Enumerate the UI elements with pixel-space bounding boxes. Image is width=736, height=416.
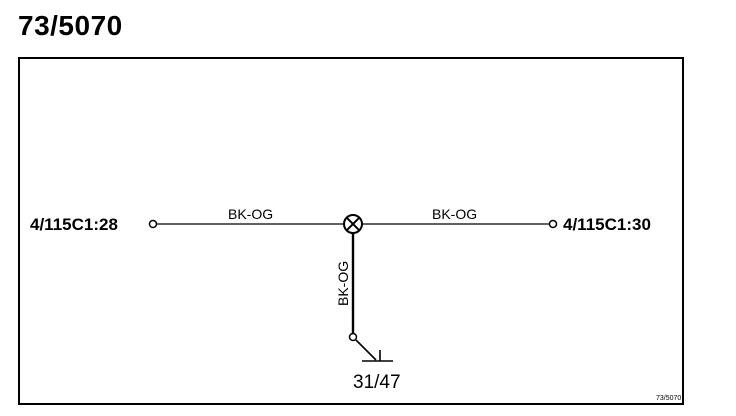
wire-label-left: BK-OG xyxy=(228,206,273,222)
wire-label-right: BK-OG xyxy=(432,206,477,222)
wire-label-vertical: BK-OG xyxy=(335,261,351,306)
connector-label-left: 4/115C1:28 xyxy=(30,215,118,234)
terminal-circle-icon-left xyxy=(148,219,158,229)
page-title: 73/5070 xyxy=(18,10,123,41)
diagram-frame xyxy=(18,57,684,405)
lamp-cross-circle-icon xyxy=(343,214,363,234)
diagram-reference: 73/5070 xyxy=(656,395,681,402)
terminal-circle-icon-bottom xyxy=(348,332,358,342)
terminal-circle-icon-right xyxy=(548,219,558,229)
connector-label-right: 4/115C1:30 xyxy=(563,215,651,234)
ground-label: 31/47 xyxy=(353,372,401,393)
ground-symbol-icon xyxy=(355,339,393,362)
